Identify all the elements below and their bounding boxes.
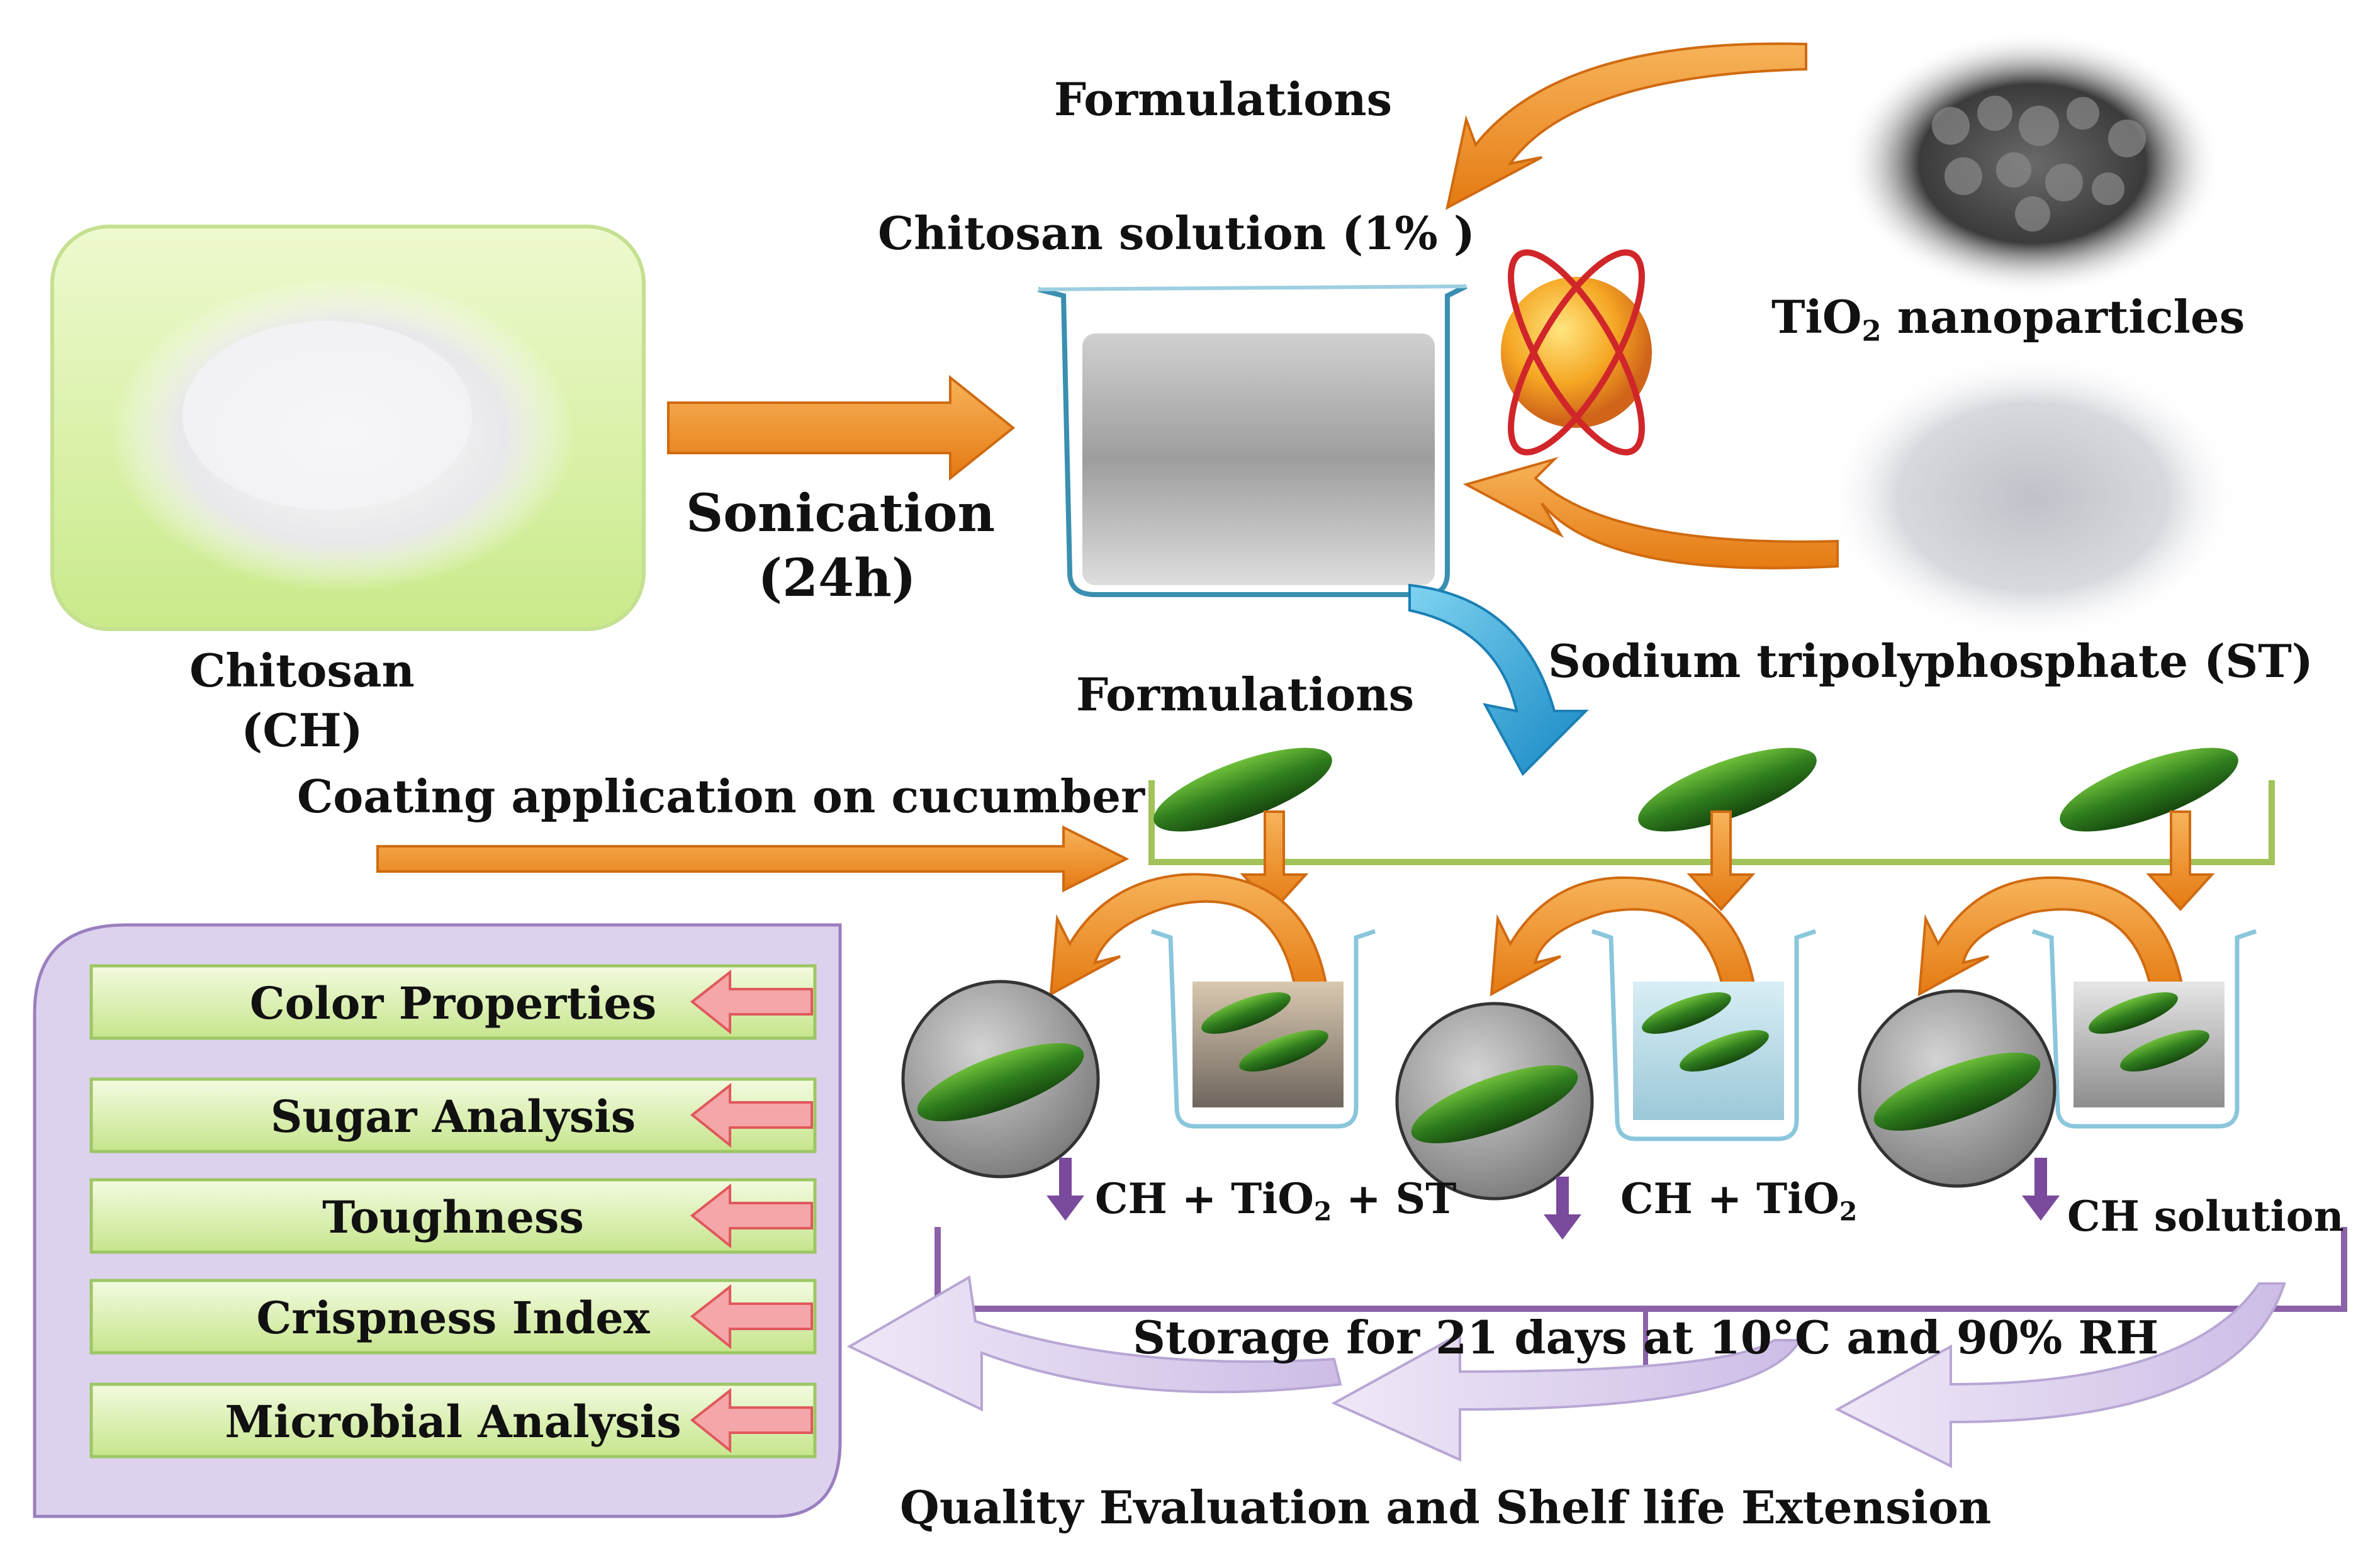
tio2-label: TiO2 nanoparticles [1771, 290, 2245, 348]
sodium-tpp-powder-image [1825, 352, 2240, 642]
formulations-mid-label: Formulations [1076, 668, 1415, 721]
dip-arrows [1240, 810, 2215, 911]
coated-cucumber-2 [1395, 1002, 1594, 1201]
quality-item-microbial: Microbial Analysis [225, 1396, 682, 1448]
chitosan-solution-label: Chitosan solution (1% ) [878, 206, 1475, 260]
quality-pink-arrows [690, 969, 813, 1453]
formulation-3-label: CH solution [2067, 1192, 2344, 1241]
beaker-to-formulations-arrow [1408, 583, 1589, 776]
formulation-1-label: CH + TiO2 + ST [1095, 1174, 1457, 1227]
coating-label: Coating application on cucumber [297, 770, 1145, 823]
storage-label: Storage for 21 days at 10°C and 90% RH [1133, 1311, 2159, 1364]
coated-cucumber-3 [1858, 989, 2057, 1188]
quality-item-crispness: Crispness Index [256, 1292, 650, 1344]
atom-icon [1501, 249, 1652, 456]
beaker-ch-solution [2031, 929, 2257, 1129]
return-arrows [846, 1275, 2286, 1469]
sonication-label: Sonication [686, 483, 996, 544]
transfer-arrows [1049, 873, 2186, 997]
formulation-2-label: CH + TiO2 [1620, 1174, 1858, 1227]
beaker-ch-tio2-st [1150, 929, 1376, 1129]
chitosan-beaker [1038, 284, 1467, 597]
quality-item-color: Color Properties [249, 977, 657, 1029]
coating-arrow [376, 825, 1130, 893]
chitosan-label: Chitosan [189, 644, 415, 697]
sonication-time-label: (24h) [758, 548, 916, 608]
sodium-tpp-label: Sodium tripolyphosphate (ST) [1548, 634, 2313, 688]
purple-down-arrows [1047, 1158, 2060, 1240]
beaker-ch-tio2 [1591, 929, 1817, 1141]
chitosan-powder-image [50, 225, 646, 631]
storage-bracket [934, 1227, 2347, 1312]
st-to-beaker-arrow [1462, 456, 1839, 569]
formulations-top-label: Formulations [1054, 72, 1393, 126]
coated-cucumber-1 [901, 980, 1100, 1179]
quality-item-sugar: Sugar Analysis [270, 1090, 636, 1143]
quality-item-toughness: Toughness [322, 1191, 584, 1243]
tio2-nanoparticles-image [1844, 31, 2221, 296]
tio2-to-beaker-arrow [1445, 42, 1807, 210]
tray-cucumbers [1153, 748, 2238, 832]
quality-evaluation-label: Quality Evaluation and Shelf life Extens… [900, 1481, 1992, 1534]
sonication-arrow [667, 374, 1016, 481]
chitosan-abbr-label: (CH) [241, 703, 363, 757]
